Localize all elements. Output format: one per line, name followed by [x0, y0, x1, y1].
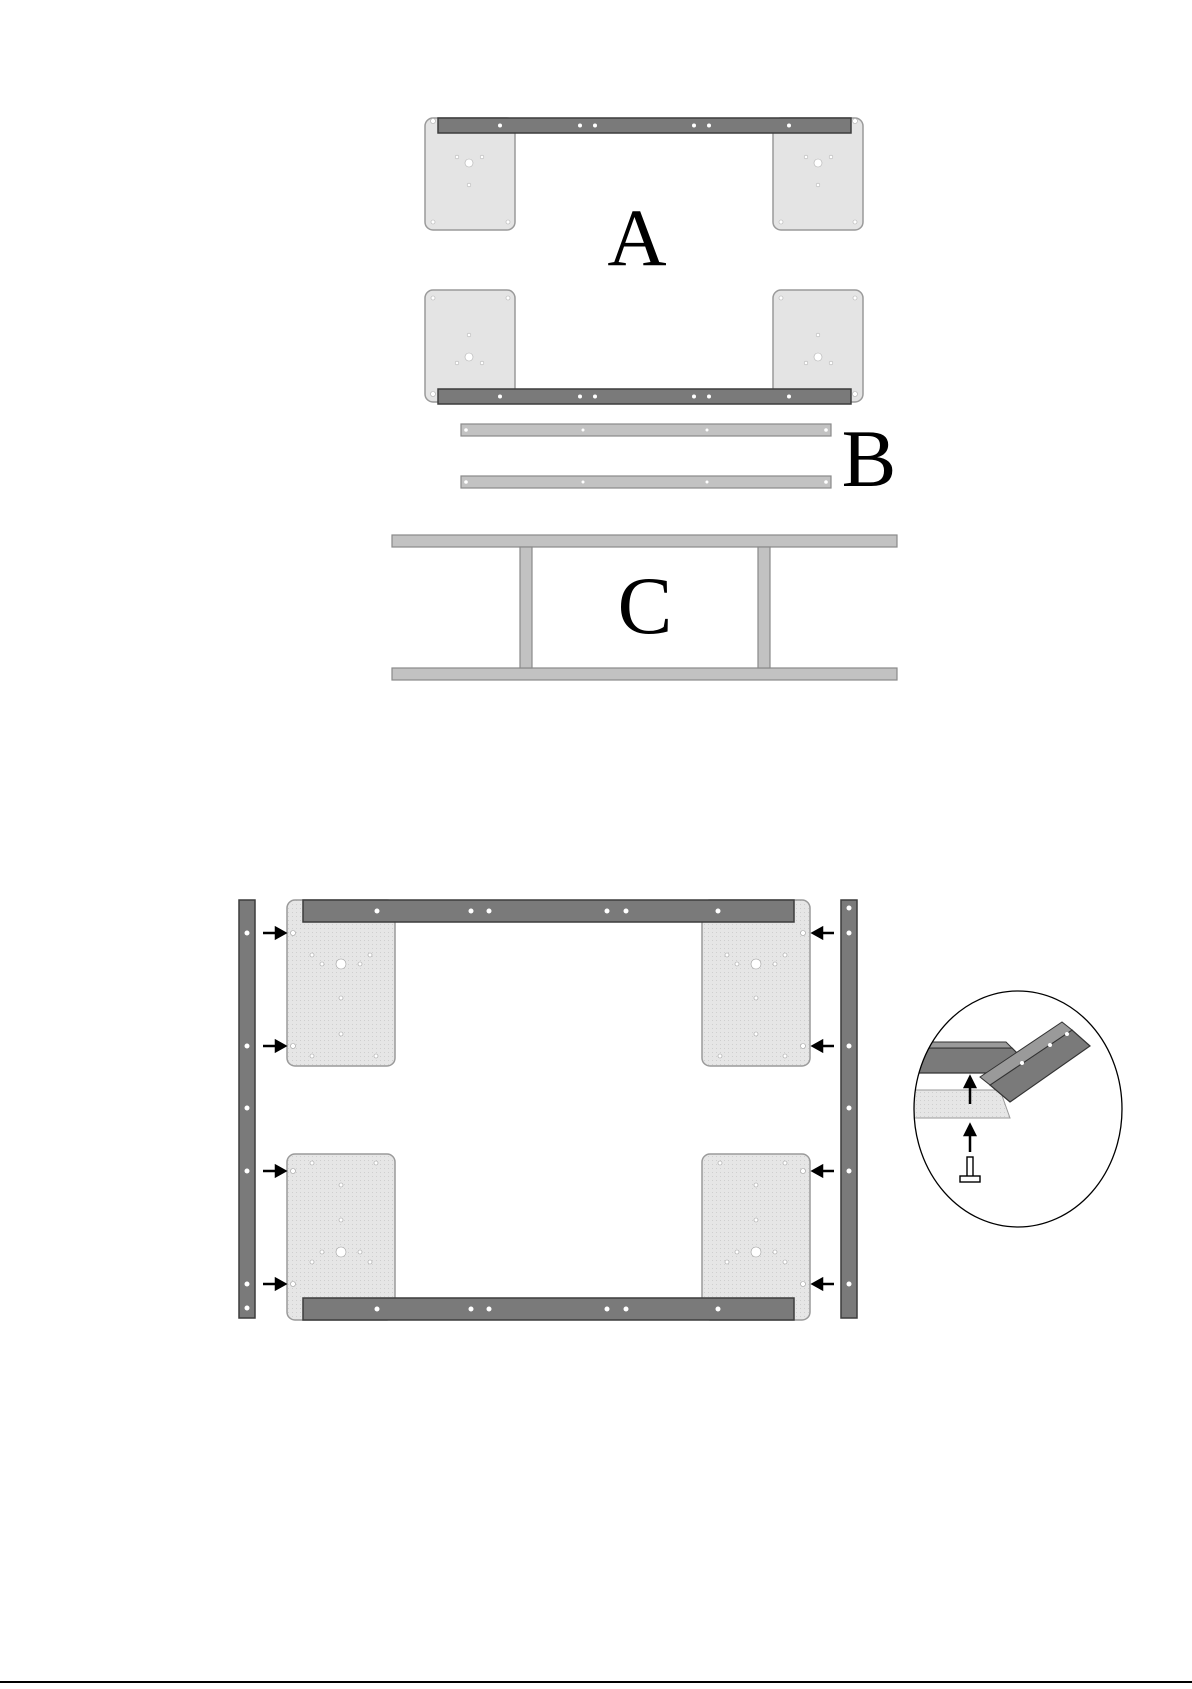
part-b-assembly: B	[461, 413, 896, 504]
part-label-b: B	[842, 413, 897, 504]
bar-holes	[375, 909, 721, 1312]
part-a-assembly: A	[425, 118, 863, 404]
light-rail	[392, 668, 897, 680]
footer-rule	[0, 1681, 1192, 1683]
light-strut	[758, 547, 770, 668]
mounting-plate	[702, 900, 810, 1066]
mounting-plate	[287, 900, 395, 1066]
assembly-view	[239, 900, 857, 1320]
detail-callout	[895, 990, 1124, 1230]
light-rail	[392, 535, 897, 547]
mounting-plate	[425, 118, 515, 230]
light-rail	[461, 476, 831, 488]
part-label-c: C	[618, 560, 673, 651]
light-strut	[520, 547, 532, 668]
light-rail	[461, 424, 831, 436]
plate-detail	[895, 1090, 1010, 1118]
mounting-plate	[702, 1154, 810, 1320]
part-label-a: A	[607, 192, 666, 283]
mounting-plate	[773, 118, 863, 230]
mounting-plate	[773, 290, 863, 402]
mounting-plate	[287, 1154, 395, 1320]
part-c-assembly: C	[392, 535, 897, 680]
mounting-plate	[425, 290, 515, 402]
